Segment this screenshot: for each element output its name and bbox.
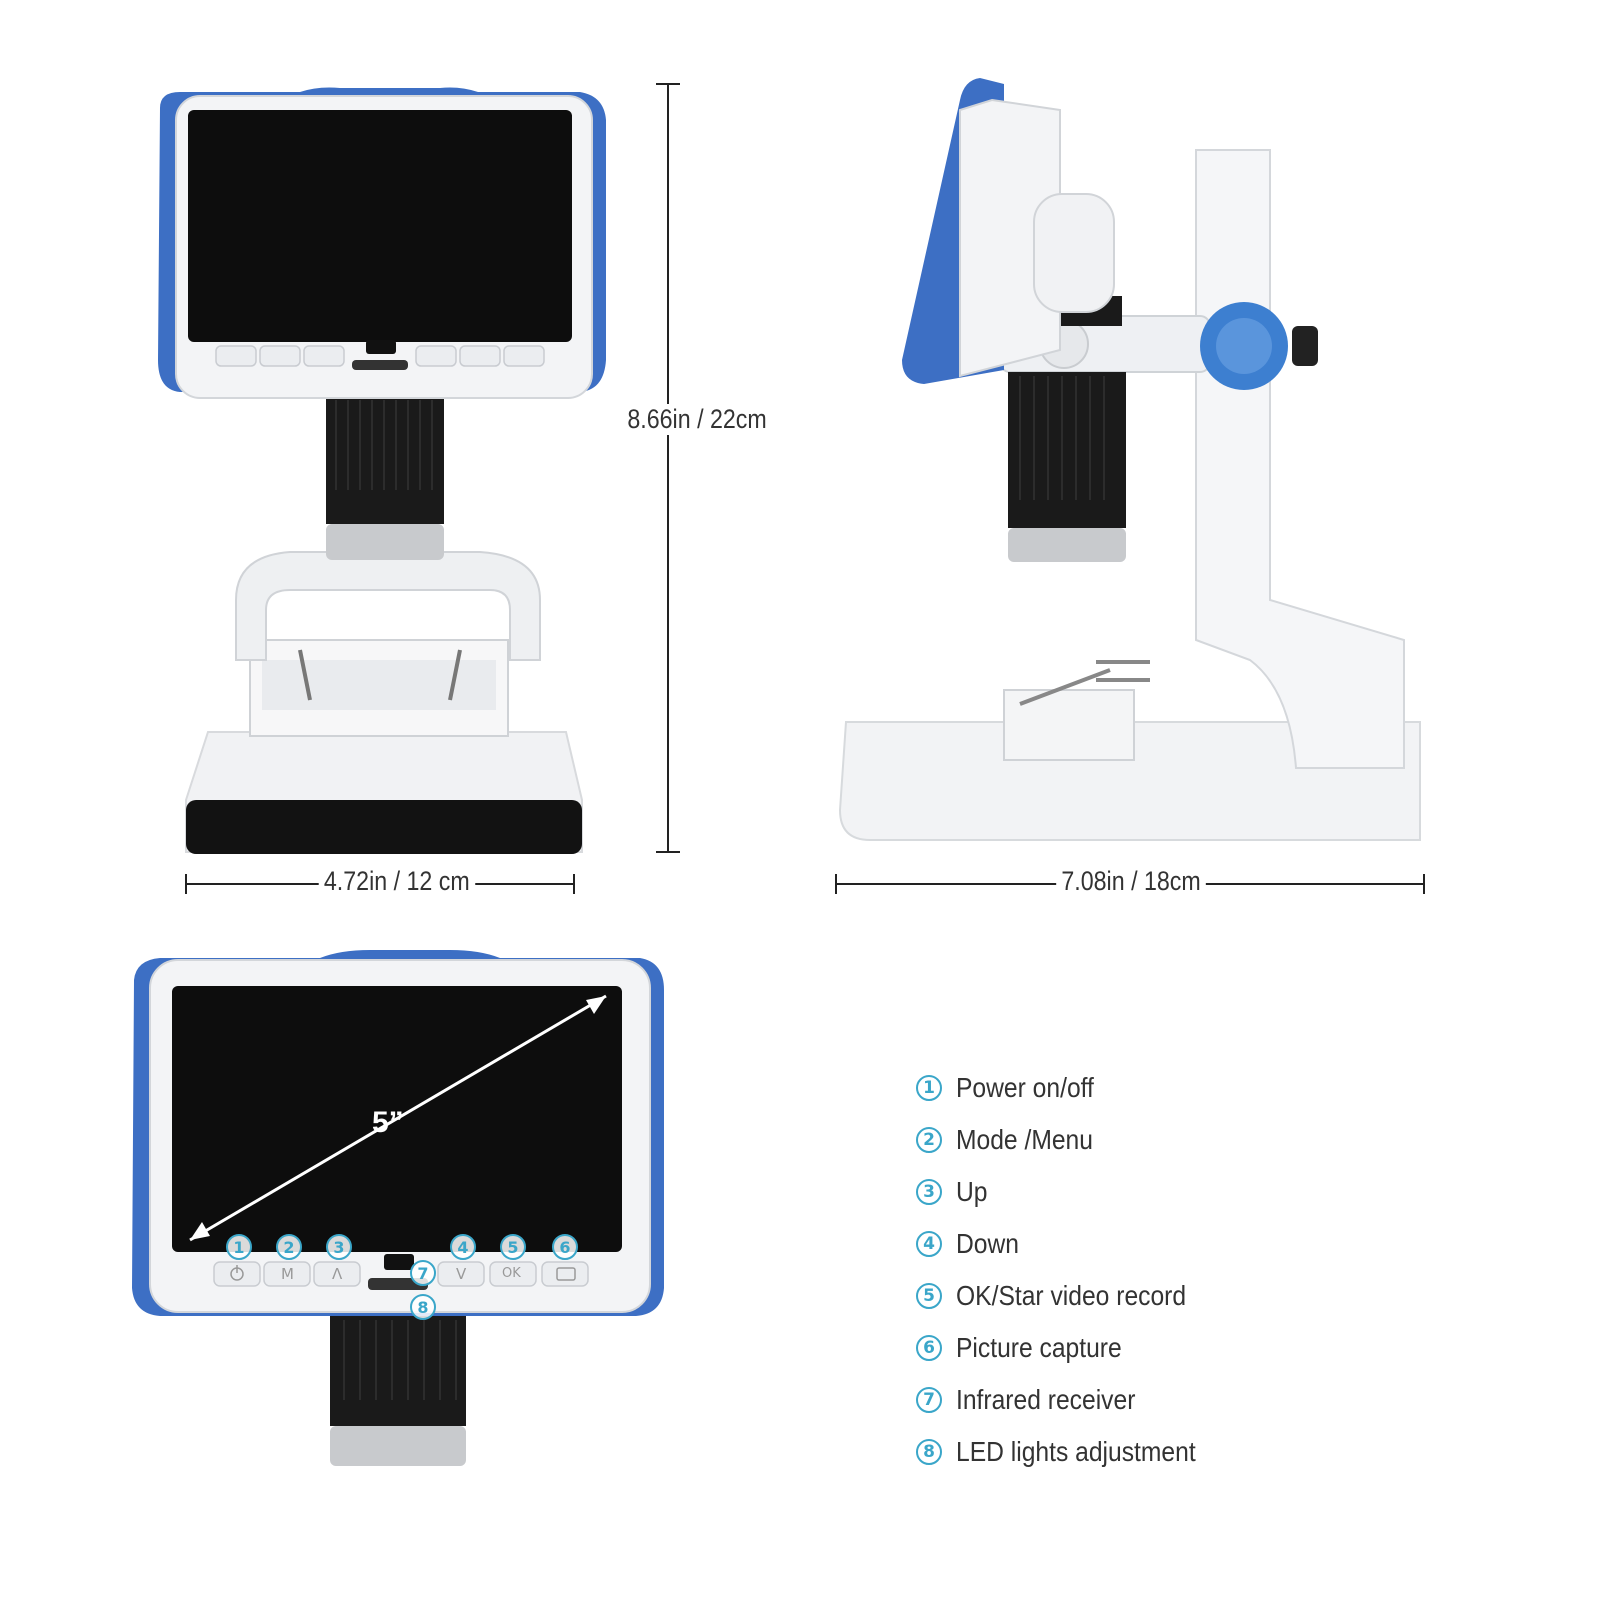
legend-number-badge: 3	[916, 1179, 942, 1205]
side-width-dimension-label: 7.08in / 18cm	[1056, 866, 1206, 897]
callout-5: 5	[500, 1234, 526, 1260]
legend-item-led: 8 LED lights adjustment	[916, 1426, 1376, 1478]
button-legend: 1 Power on/off 2 Mode /Menu 3 Up 4 Down …	[916, 1062, 1376, 1478]
callout-6: 6	[552, 1234, 578, 1260]
callout-3: 3	[326, 1234, 352, 1260]
base-front-panel	[186, 800, 582, 854]
screen-size-label: 5”	[372, 1106, 404, 1139]
legend-number-badge: 5	[916, 1283, 942, 1309]
legend-number-badge: 8	[916, 1439, 942, 1465]
legend-label: Down	[956, 1228, 1020, 1259]
legend-number-badge: 6	[916, 1335, 942, 1361]
front-width-dimension-label: 4.72in / 12 cm	[318, 866, 475, 897]
ok-button-glyph: OK	[502, 1266, 521, 1281]
callout-4: 4	[450, 1234, 476, 1260]
callout-1: 1	[226, 1234, 252, 1260]
legend-label: Mode /Menu	[956, 1124, 1093, 1155]
callout-2: 2	[276, 1234, 302, 1260]
legend-label: Up	[956, 1176, 988, 1207]
menu-button-glyph: M	[281, 1265, 294, 1283]
callout-8: 8	[410, 1294, 436, 1320]
up-button-glyph: Λ	[332, 1265, 343, 1283]
legend-item-infrared: 7 Infrared receiver	[916, 1374, 1376, 1426]
front-screen	[188, 110, 572, 342]
legend-label: LED lights adjustment	[956, 1436, 1196, 1467]
legend-item-ok: 5 OK/Star video record	[916, 1270, 1376, 1322]
legend-number-badge: 2	[916, 1127, 942, 1153]
callout-7: 7	[410, 1260, 436, 1286]
down-button-glyph: V	[456, 1265, 467, 1283]
diagonal-arrow	[189, 994, 607, 1242]
legend-label: Picture capture	[956, 1332, 1122, 1363]
legend-label: OK/Star video record	[956, 1280, 1187, 1311]
legend-item-down: 4 Down	[916, 1218, 1376, 1270]
legend-number-badge: 7	[916, 1387, 942, 1413]
legend-item-up: 3 Up	[916, 1166, 1376, 1218]
height-dimension-label: 8.66in / 22cm	[622, 404, 772, 435]
power-button-shape	[213, 1261, 261, 1287]
legend-item-mode: 2 Mode /Menu	[916, 1114, 1376, 1166]
legend-item-picture: 6 Picture capture	[916, 1322, 1376, 1374]
legend-label: Power on/off	[956, 1072, 1094, 1103]
legend-number-badge: 4	[916, 1231, 942, 1257]
legend-item-power: 1 Power on/off	[916, 1062, 1376, 1114]
infrared-receiver	[384, 1254, 414, 1270]
legend-number-badge: 1	[916, 1075, 942, 1101]
legend-label: Infrared receiver	[956, 1384, 1136, 1415]
